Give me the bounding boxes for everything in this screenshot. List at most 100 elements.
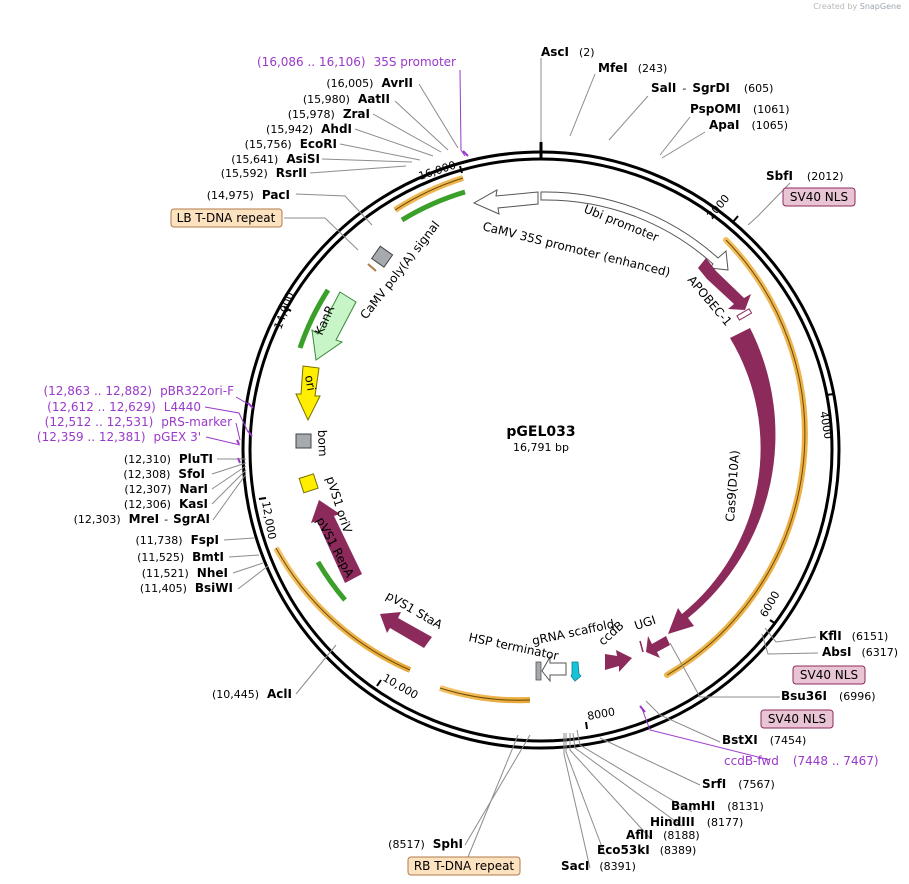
site-psponmi: PspOMI(1061)	[690, 102, 790, 116]
site-nhei: (11,521)NheI	[142, 566, 228, 580]
site-rsrii: (15,592)RsrII	[221, 166, 307, 180]
cas9-arrow[interactable]	[668, 328, 776, 634]
bom-label: bom	[315, 430, 330, 457]
tick-10000	[376, 679, 382, 687]
tick-4000	[825, 393, 835, 396]
primers: (16,086 .. 16,106)35S promoter (12,863 .…	[37, 55, 879, 768]
primer-prs-marker: (12,512 .. 12,531)pRS-marker	[45, 415, 232, 429]
camv35s-promoter-arrow[interactable]	[472, 189, 539, 215]
ubi-promoter-arrow[interactable]	[540, 191, 729, 271]
leader-lines	[211, 58, 819, 869]
sv40-nls-label-3: SV40 NLS	[768, 712, 826, 726]
pvs1-repa-arrow[interactable]	[311, 500, 362, 583]
site-sfoi: (12,308)SfoI	[123, 467, 205, 481]
primer-ccdb-fwd: ccdB-fwd(7448 .. 7467)	[724, 754, 879, 768]
rb-tdna-box	[407, 856, 521, 876]
site-acli: (10,445)AclI	[212, 687, 292, 701]
tick-label-6000: 6000	[757, 589, 782, 620]
pvs1-oriv-box[interactable]	[298, 473, 319, 494]
arc-bottom-line	[439, 687, 531, 701]
site-mfei: MfeI(243)	[598, 61, 667, 75]
tick-16000	[459, 165, 463, 174]
plasmid-name: pGEL033	[506, 424, 575, 440]
lb-tdna-box	[170, 208, 283, 228]
site-aflii: AflII(8188)	[626, 828, 700, 842]
kanr-arrow[interactable]	[311, 291, 357, 361]
tick-8000	[585, 721, 588, 730]
arc-cas9-outer-line	[666, 239, 806, 676]
tick-14000	[283, 306, 292, 312]
hsp-terminator-box	[535, 661, 542, 681]
apobec1-arrow[interactable]	[698, 258, 751, 310]
site-ahdi: (15,942)AhdI	[266, 122, 352, 136]
rb-tdna-label: RB T-DNA repeat	[414, 859, 515, 873]
tick-label-14000: 14,000	[272, 290, 297, 331]
site-fspi: (11,738)FspI	[136, 533, 219, 547]
site-bsiwi: (11,405)BsiWI	[140, 581, 233, 595]
arc-top-line	[394, 177, 464, 211]
site-zrai: (15,978)ZraI	[288, 107, 370, 121]
site-pluti: (12,310)PluTI	[124, 452, 213, 466]
tick-12000	[258, 497, 267, 500]
snapgene-watermark: Created by SnapGene	[813, 2, 901, 11]
pvs1-staa-arrow[interactable]	[380, 612, 432, 648]
ori-arrow[interactable]	[295, 365, 321, 422]
ugi-label: UGI	[633, 613, 658, 633]
arc-green-repa	[315, 560, 347, 602]
polya-label: CaMV poly(A) signal	[357, 218, 442, 321]
sv40-nls-label-2: SV40 NLS	[800, 668, 858, 682]
lb-tdna-label: LB T-DNA repeat	[177, 211, 276, 225]
tick-6000	[769, 619, 777, 625]
backbone-inner	[248, 157, 834, 743]
ori-label: ori	[302, 374, 318, 392]
site-bmti: (11,525)BmtI	[137, 550, 224, 564]
site-aatii: (15,980)AatII	[303, 92, 390, 106]
primer-pgex3: (12,359 .. 12,381)pGEX 3'	[37, 430, 201, 444]
plasmid-length: 16,791 bp	[513, 441, 569, 454]
apobec-linker	[736, 308, 753, 321]
grna-scaffold-arrow[interactable]	[570, 661, 582, 682]
tick-label-4000: 4000	[817, 410, 835, 440]
site-mrei: (12,303)MreI-SgrAI	[74, 512, 210, 526]
site-apai: ApaI(1065)	[709, 118, 788, 132]
tick-2000	[732, 215, 739, 223]
ugi-marker	[639, 640, 644, 653]
cas9-label: Cas9(D10A)	[723, 450, 742, 523]
orange-arcs	[273, 175, 808, 704]
primer-35s: (16,086 .. 16,106)35S promoter	[257, 55, 456, 69]
site-bstxi: BstXI(7454)	[722, 733, 806, 747]
site-nari: (12,307)NarI	[124, 482, 208, 496]
site-paci: (14,975)PacI	[207, 188, 290, 202]
site-asisi: (15,641)AsiSI	[231, 152, 320, 166]
camv-polya-box[interactable]	[370, 245, 394, 268]
sites-right: AscI(2) MfeI(243) SalI-SgrDI(605) PspOMI…	[541, 45, 898, 873]
site-saci: SacI(8391)	[561, 859, 636, 873]
site-hindiii: HindIII(8177)	[650, 815, 743, 829]
ccdb-arrow[interactable]	[605, 650, 632, 672]
ugi-arrow[interactable]	[646, 636, 670, 658]
site-bsu36i: Bsu36I(6996)	[781, 689, 876, 703]
tick-label-8000: 8000	[586, 705, 616, 723]
site-sbfi: SbfI(2012)	[766, 169, 844, 183]
sv40-nls-box-1	[782, 187, 856, 207]
sv40-nls-box-3	[760, 709, 834, 729]
site-bamhi: BamHI(8131)	[671, 799, 764, 813]
site-srfi: SrfI(7567)	[702, 777, 775, 791]
site-kasi: (12,306)KasI	[124, 497, 208, 511]
site-sphi: (8517)SphI	[388, 837, 463, 851]
bom-box[interactable]	[295, 433, 312, 449]
site-kfli: KflI(6151)	[819, 629, 888, 643]
arc-green-kanr	[297, 288, 331, 349]
primer-pbr322ori: (12,863 .. 12,882)pBR322ori-F	[43, 384, 234, 398]
hsp-terminator-arrow[interactable]	[541, 655, 567, 683]
primer-leader-lines	[204, 69, 771, 761]
primer-l4440: (12,612 .. 12,629)L4440	[47, 400, 201, 414]
sites-left: (16,005)AvrII (15,980)AatII (15,978)ZraI…	[74, 76, 463, 851]
arc-green-top	[400, 189, 466, 223]
site-eco53ki: Eco53kI(8389)	[597, 843, 696, 857]
site-avrii: (16,005)AvrII	[326, 76, 413, 90]
box-labels: SV40 NLS SV40 NLS SV40 NLS LB T-DNA repe…	[170, 187, 866, 876]
sv40-nls-box-2	[792, 665, 866, 685]
arc-lower-left-line	[275, 547, 411, 671]
